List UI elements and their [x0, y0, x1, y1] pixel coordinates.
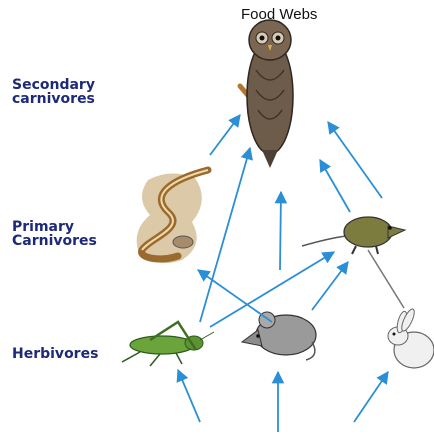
- arrow-to-rabbit: [354, 372, 388, 422]
- owl-icon: [240, 20, 293, 168]
- snake-icon: [137, 170, 208, 263]
- level-herbivores: Herbivores: [12, 347, 98, 361]
- level-primary-line1: Primary: [12, 220, 97, 234]
- diagram-title: Food Webs: [241, 6, 317, 23]
- arrow-rabbit-to-shrew: [368, 250, 404, 308]
- grasshopper-icon: [122, 322, 214, 366]
- arrow-snake-to-owl: [210, 115, 240, 155]
- arrow-mouse-to-owl: [280, 192, 281, 270]
- level-secondary-line1: Secondary: [12, 78, 95, 92]
- shrew-icon: [302, 217, 405, 254]
- rabbit-icon: [388, 307, 434, 368]
- level-primary-carnivores: Primary Carnivores: [12, 220, 97, 248]
- level-herbivores-label: Herbivores: [12, 347, 98, 361]
- arrow-grasshopper-to-owl: [200, 148, 250, 322]
- arrow-shrew-to-owl-left: [320, 160, 350, 212]
- arrow-mouse-to-shrew: [312, 262, 348, 310]
- level-primary-line2: Carnivores: [12, 234, 97, 248]
- mouse-icon: [242, 312, 316, 360]
- level-secondary-carnivores: Secondary carnivores: [12, 78, 95, 106]
- level-secondary-line2: carnivores: [12, 92, 95, 106]
- arrow-to-grasshopper: [178, 370, 200, 422]
